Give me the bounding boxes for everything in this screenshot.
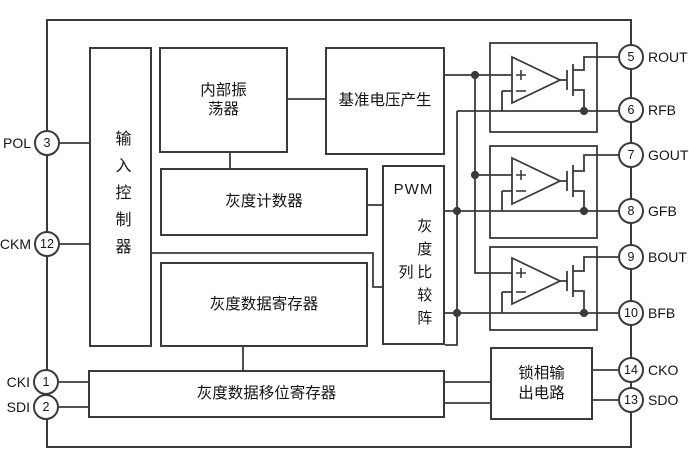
pin-gout-number: 7 (618, 142, 644, 168)
block-reference-voltage: 基准电压产生 (325, 47, 445, 155)
pin-sdi-label: SDI (6, 399, 30, 415)
pin-cki-label: CKI (6, 374, 30, 390)
opamp-cell-green (445, 145, 618, 239)
pin-ckm-label: CKM (0, 236, 31, 252)
opamp-box (489, 145, 598, 239)
junction-dot (470, 70, 480, 80)
pin-ckm-number: 12 (34, 231, 60, 257)
pin-bout-label: BOUT (648, 249, 687, 265)
block-pwm-vertical-label: 灰度比较阵列 (396, 217, 433, 333)
pin-sdi-number: 2 (33, 394, 59, 420)
pin-sdo-label: SDO (648, 392, 679, 408)
block-reference-voltage-label: 基准电压产生 (338, 92, 432, 110)
pwm-bus (445, 111, 462, 346)
inverting-input-wire (501, 90, 512, 111)
block-gray-data-register: 灰度数据寄存器 (160, 262, 368, 347)
pin-gfb: 8 GFB (618, 198, 677, 224)
opamp-triangle (511, 156, 563, 206)
left-pin-wires (59, 142, 89, 408)
block-input-controller-label: 输入控制器 (112, 129, 130, 265)
pin-rout-label: ROUT (648, 49, 688, 65)
inverting-input-wire (501, 190, 512, 211)
block-gray-data-register-label: 灰度数据寄存器 (209, 295, 319, 313)
block-input-controller: 输入控制器 (89, 47, 152, 347)
pin-sdo: 13 SDO (618, 387, 678, 413)
junction-dot (579, 206, 589, 216)
pin-sdi: SDI 2 (0, 394, 59, 420)
opamp-cell-blue (445, 246, 618, 331)
pin-bout-number: 9 (618, 244, 644, 270)
pin-pol-number: 3 (34, 130, 60, 156)
pin-rfb: 6 RFB (618, 97, 676, 123)
pin-pol-label: POL (2, 135, 31, 151)
pin-rfb-number: 6 (618, 97, 644, 123)
pin-ckm: CKM 12 (0, 231, 60, 257)
mosfet-source-wire (573, 89, 585, 111)
junction-dot (470, 170, 480, 180)
opamp-plus-marker (516, 70, 526, 80)
pin-pol: POL 3 (0, 130, 60, 156)
pin-cko: 14 CKO (618, 357, 678, 383)
block-gray-data-shift-register-label: 灰度数据移位寄存器 (196, 385, 337, 403)
reference-bus (445, 70, 512, 274)
interblock-wires (152, 98, 618, 404)
opamp-triangle (511, 55, 563, 105)
block-pwm-compare-array: PWM 灰度比较阵列 (382, 165, 445, 345)
block-pwm-label: PWM (393, 181, 434, 198)
opamp-plus-marker (516, 170, 526, 180)
pin-cki: CKI 1 (0, 369, 59, 395)
pin-bout: 9 BOUT (618, 244, 687, 270)
block-gray-data-shift-register: 灰度数据移位寄存器 (88, 370, 445, 418)
pin-gfb-number: 8 (618, 198, 644, 224)
junction-dot (579, 308, 589, 318)
block-internal-oscillator: 内部振 荡器 (159, 47, 288, 153)
pin-bfb-label: BFB (648, 305, 676, 321)
block-internal-oscillator-label-line1: 内部振 (200, 81, 247, 99)
mosfet-drain-wire (573, 56, 618, 71)
junction-dot (579, 106, 589, 116)
pin-gout-label: GOUT (648, 147, 689, 163)
opamp-triangle (511, 256, 563, 306)
mosfet-drain-wire (573, 154, 618, 172)
mosfet-source-wire (573, 190, 585, 211)
input-controller-to-pwm-wire (152, 252, 382, 288)
pin-sdo-number: 13 (618, 387, 644, 413)
pin-cki-number: 1 (33, 369, 59, 395)
pin-gout: 7 GOUT (618, 142, 688, 168)
pin-rout: 5 ROUT (618, 44, 688, 70)
block-gray-counter: 灰度计数器 (160, 168, 368, 236)
block-pll-output-circuit: 锁相输 出电路 (490, 347, 593, 420)
mosfet-source-wire (573, 290, 585, 313)
inverting-input-wire (501, 291, 512, 313)
block-pll-output-label-line1: 锁相输 (518, 365, 565, 383)
pin-bfb-number: 10 (618, 300, 644, 326)
opamp-box (489, 42, 598, 133)
opamp-plus-marker (516, 268, 526, 278)
opamp-box (489, 246, 598, 331)
pin-rout-number: 5 (618, 44, 644, 70)
pin-cko-label: CKO (648, 362, 679, 378)
block-pll-output-label-line2: 出电路 (518, 384, 565, 402)
pin-rfb-label: RFB (648, 102, 676, 118)
pin-gfb-label: GFB (648, 203, 677, 219)
pin-bfb: 10 BFB (618, 300, 675, 326)
pin-cko-number: 14 (618, 357, 644, 383)
mosfet-drain-wire (573, 256, 618, 272)
block-gray-counter-label: 灰度计数器 (225, 193, 303, 211)
opamp-cell-red (457, 42, 618, 133)
block-internal-oscillator-label-line2: 荡器 (207, 101, 239, 118)
